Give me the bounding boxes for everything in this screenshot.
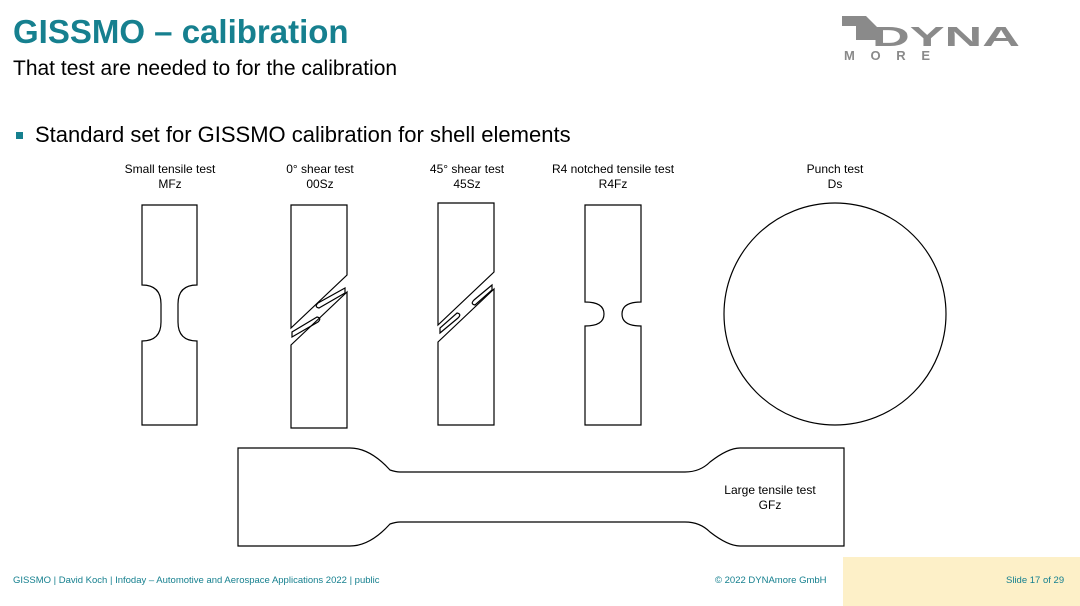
label-small-tensile-name: Small tensile test <box>125 162 216 176</box>
bullet-text: Standard set for GISSMO calibration for … <box>35 122 571 147</box>
large-tensile-specimen <box>237 447 845 547</box>
label-r4-notched-code: R4Fz <box>599 177 628 191</box>
footer-copyright: © 2022 DYNAmore GmbH <box>715 575 827 586</box>
shear-45-specimen <box>437 202 495 426</box>
label-punch-code: Ds <box>828 177 843 191</box>
label-small-tensile-code: MFz <box>158 177 181 191</box>
r4-notched-specimen <box>584 204 642 426</box>
label-shear-0-code: 00Sz <box>306 177 333 191</box>
shear-0-specimen <box>290 204 348 429</box>
label-large-tensile-name: Large tensile test <box>724 483 816 497</box>
shear-45-slot <box>471 283 493 306</box>
label-shear-45-code: 45Sz <box>453 177 480 191</box>
specimen-drawings: Small tensile test MFz 0° shear test 00S… <box>125 162 947 547</box>
label-shear-0-name: 0° shear test <box>286 162 354 176</box>
slide-title: GISSMO – calibration <box>13 13 349 50</box>
shear-0-slot <box>315 286 346 309</box>
footer-highlight <box>843 557 1080 606</box>
label-punch-name: Punch test <box>807 162 864 176</box>
small-tensile-specimen <box>141 204 198 426</box>
label-large-tensile-code: GFz <box>759 498 782 512</box>
logo-text-dyna: DYNA <box>872 21 1020 52</box>
slide-subtitle: That test are needed to for the calibrat… <box>13 57 398 80</box>
dynamore-logo: DYNA MORE <box>842 16 1020 63</box>
label-shear-45-name: 45° shear test <box>430 162 505 176</box>
footer-info: GISSMO | David Koch | Infoday – Automoti… <box>13 575 380 586</box>
bullet-item: Standard set for GISSMO calibration for … <box>13 122 571 148</box>
logo-mark <box>842 16 878 40</box>
slide-number: Slide 17 of 29 <box>1006 575 1065 586</box>
label-r4-notched-name: R4 notched tensile test <box>552 162 675 176</box>
bullet-square-icon <box>16 131 23 139</box>
punch-specimen <box>723 202 947 426</box>
